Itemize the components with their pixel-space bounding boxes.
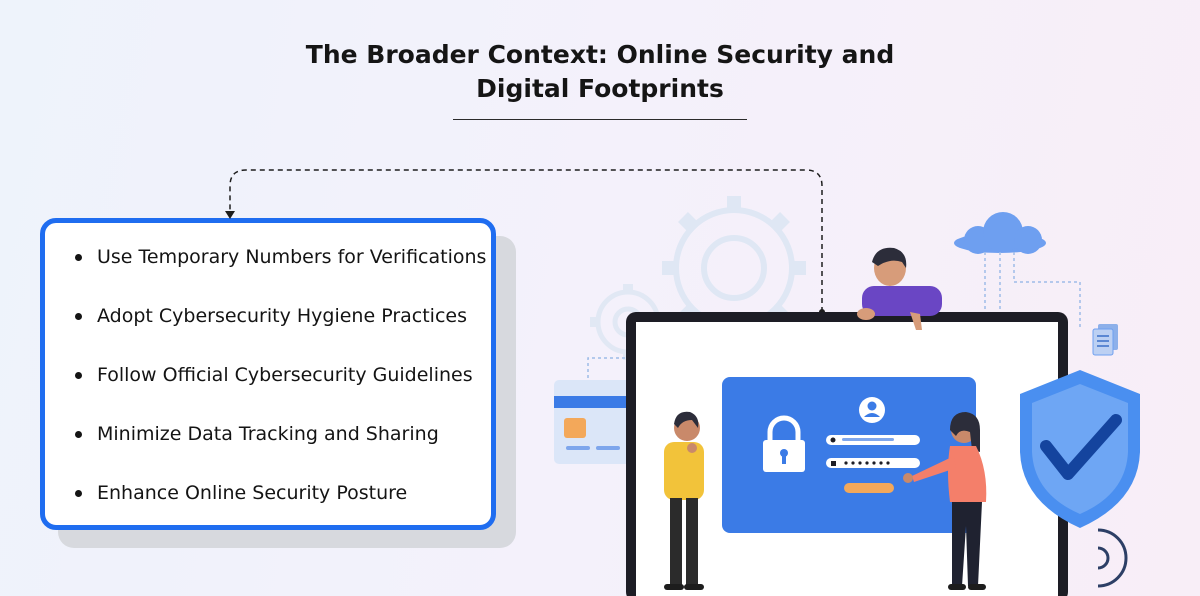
password-field [826, 458, 920, 468]
list-item: Use Temporary Numbers for Verifications [75, 245, 486, 304]
shield-check-icon [1020, 370, 1140, 528]
list-item: Enhance Online Security Posture [75, 481, 486, 540]
login-panel [722, 377, 976, 533]
title-underline [453, 119, 747, 120]
page-title-line-2: Digital Footprints [476, 74, 724, 103]
padlock-icon [763, 415, 805, 472]
username-field [826, 435, 920, 445]
document-icon [1092, 324, 1118, 356]
page-title-line-1: The Broader Context: Online Security and [305, 40, 895, 69]
cloud-icon [954, 212, 1046, 254]
login-submit-button [844, 483, 894, 493]
arrow-head-icon [225, 211, 235, 219]
person-peeking-illustration [857, 247, 942, 330]
page-title: The Broader Context: Online Security and… [0, 38, 1200, 106]
corner-gear-icon [1097, 528, 1128, 588]
person-thinking-illustration [664, 411, 704, 590]
user-avatar-icon [859, 397, 885, 423]
person-pointing-illustration [903, 412, 987, 590]
list-item: Follow Official Cybersecurity Guidelines [75, 363, 486, 422]
dashed-connector-arrow [229, 169, 823, 312]
list-item: Minimize Data Tracking and Sharing [75, 422, 486, 481]
practices-card: Use Temporary Numbers for Verifications … [40, 218, 496, 530]
list-item: Adopt Cybersecurity Hygiene Practices [75, 304, 486, 363]
practices-list: Use Temporary Numbers for Verifications … [75, 245, 486, 540]
